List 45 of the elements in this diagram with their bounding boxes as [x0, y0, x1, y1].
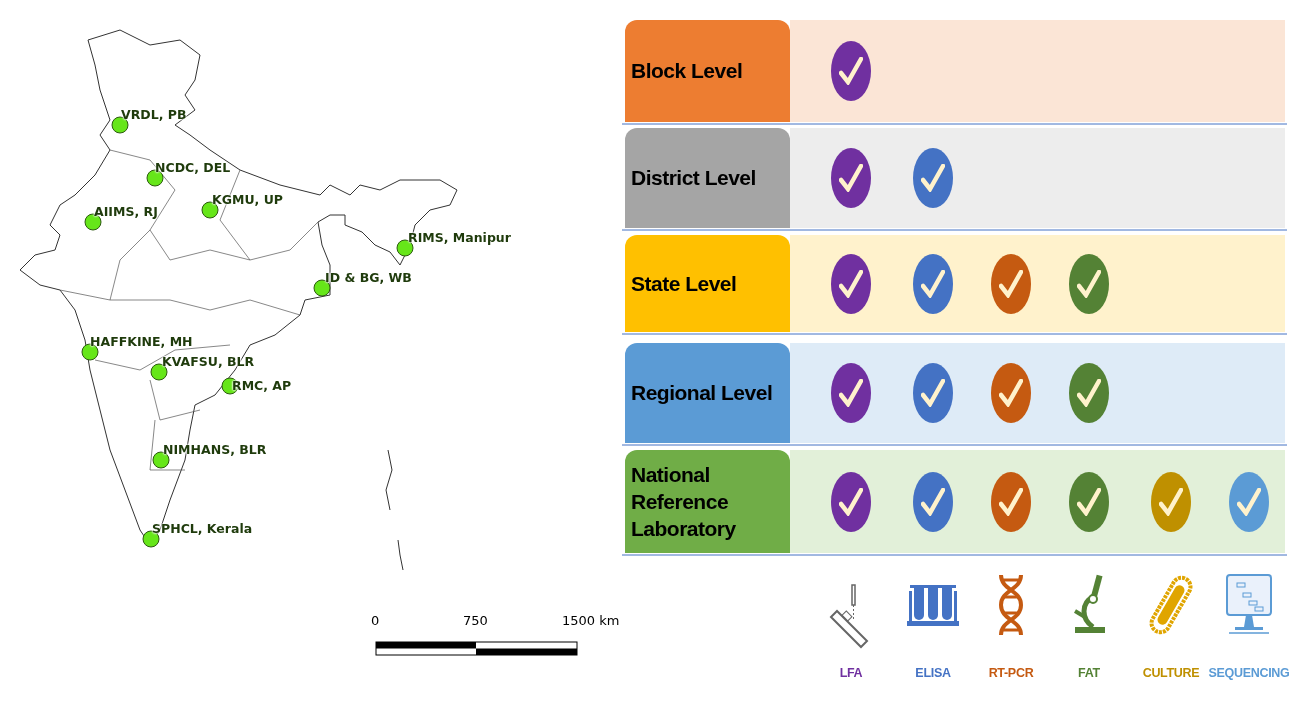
check-circle	[1069, 363, 1109, 423]
site-label: KGMU, UP	[212, 192, 283, 207]
check-circle	[1151, 471, 1191, 532]
level-header: Block Level	[625, 20, 790, 122]
test-label: RT-PCR	[988, 666, 1034, 680]
level-header: District Level	[625, 128, 790, 228]
level-band	[625, 128, 1285, 228]
scale-label: 750	[463, 613, 488, 628]
check-circle	[1229, 471, 1269, 532]
level-band	[625, 450, 1285, 553]
level-band	[625, 20, 1285, 122]
check-circle	[913, 363, 953, 423]
test-label: CULTURE	[1142, 666, 1200, 680]
level-header: State Level	[625, 235, 790, 332]
check-circle	[831, 363, 871, 423]
check-circle	[831, 253, 871, 314]
test-label: ELISA	[915, 666, 951, 680]
scale-label: 1500 km	[562, 613, 620, 628]
check-circle	[991, 253, 1031, 314]
level-header: Regional Level	[625, 343, 790, 443]
check-circle	[913, 148, 953, 208]
level-band	[625, 235, 1285, 332]
check-circle	[1069, 471, 1109, 532]
check-circle	[831, 148, 871, 208]
test-label: FAT	[1078, 666, 1100, 680]
scale-label: 0	[371, 613, 380, 628]
check-circle	[1069, 253, 1109, 314]
level-header: National Reference Laboratory	[625, 450, 790, 553]
check-circle	[913, 253, 953, 314]
site-label: HAFFKINE, MH	[90, 334, 193, 349]
site-label: NCDC, DEL	[155, 160, 231, 175]
site-label: RIMS, Manipur	[408, 230, 511, 245]
site-label: VRDL, PB	[121, 107, 187, 122]
check-circle	[991, 471, 1031, 532]
site-label: NIMHANS, BLR	[163, 442, 267, 457]
site-label: ID & BG, WB	[325, 270, 412, 285]
site-label: KVAFSU, BLR	[162, 354, 255, 369]
test-label: SEQUENCING	[1208, 666, 1290, 680]
check-circle	[913, 471, 953, 532]
test-label: LFA	[839, 666, 863, 680]
check-circle	[831, 41, 871, 101]
check-circle	[991, 363, 1031, 423]
level-band	[625, 343, 1285, 443]
check-circle	[831, 471, 871, 532]
site-label: AIIMS, RJ	[94, 204, 158, 219]
